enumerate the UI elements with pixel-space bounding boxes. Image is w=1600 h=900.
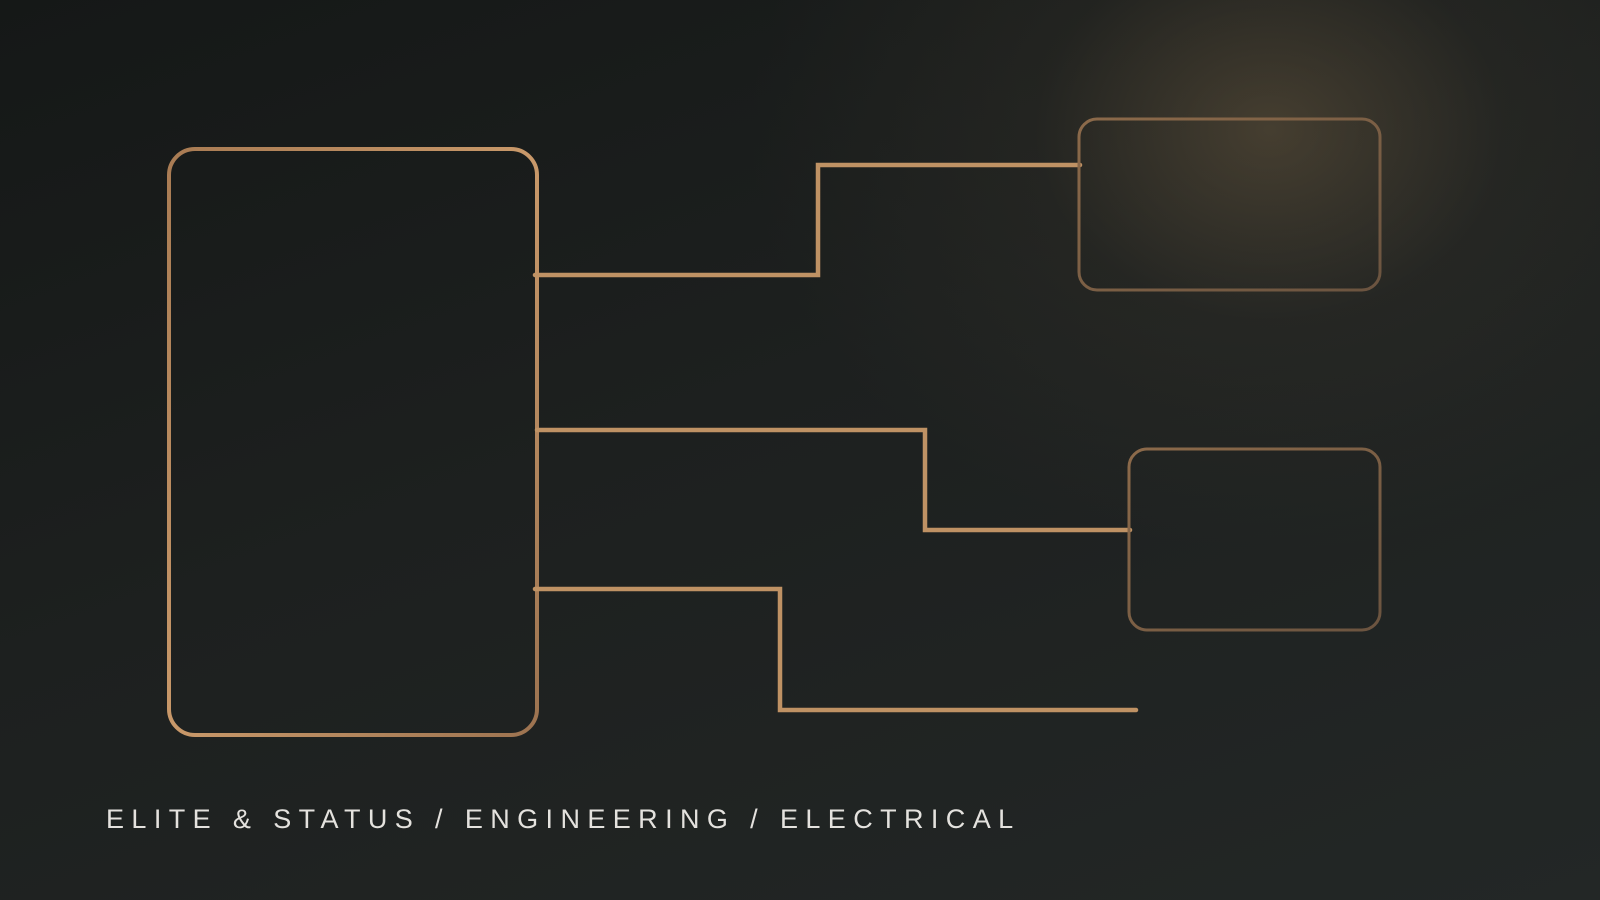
connector-bottom bbox=[532, 586, 1139, 713]
target-box-top bbox=[1077, 117, 1382, 292]
target-box-bottom bbox=[1127, 447, 1382, 632]
connectors bbox=[532, 162, 1139, 713]
connector-top bbox=[532, 162, 1083, 278]
caption-breadcrumb: ELITE & STATUS / ENGINEERING / ELECTRICA… bbox=[106, 804, 1021, 834]
panel-lines bbox=[251, 246, 455, 613]
connector-middle bbox=[534, 427, 1133, 533]
main-panel bbox=[167, 147, 539, 737]
